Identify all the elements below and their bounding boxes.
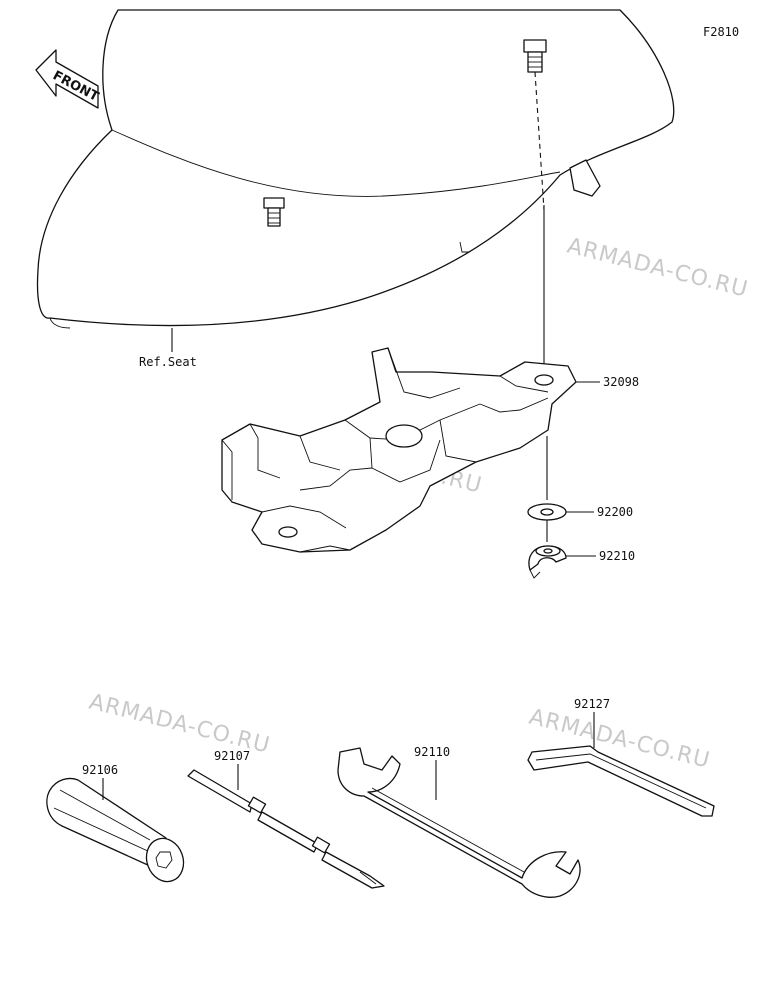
watermark: ARMADA-CO.RU — [565, 234, 751, 303]
washer-part-number: 92200 — [597, 505, 633, 519]
top-bolt-icon — [523, 39, 547, 211]
wrench-pin-part: 92106 — [46, 763, 185, 883]
spanner-part-number: 92110 — [414, 745, 450, 759]
seat-bolt-icon — [263, 197, 285, 227]
wrench-pin-part-number: 92106 — [82, 763, 118, 777]
ref-seat-label: Ref.Seat — [139, 355, 197, 369]
nut-part: 92210 — [528, 545, 635, 579]
bracket-part: 32098 — [221, 347, 639, 553]
bracket-part-number: 32098 — [603, 375, 639, 389]
washer-part: 92200 — [527, 503, 633, 521]
seat-reference: Ref.Seat — [36, 9, 675, 369]
figure-code: F2810 — [703, 25, 739, 39]
nut-part-number: 92210 — [599, 549, 635, 563]
screwdriver-part-number: 92107 — [214, 749, 250, 763]
hex-key-part-number: 92127 — [574, 697, 610, 711]
front-arrow-icon: FRONT — [35, 49, 101, 109]
spanner-part: 92110 — [337, 745, 581, 898]
screwdriver-part: 92107 — [187, 749, 385, 889]
hex-key-part: 92127 — [527, 697, 715, 817]
